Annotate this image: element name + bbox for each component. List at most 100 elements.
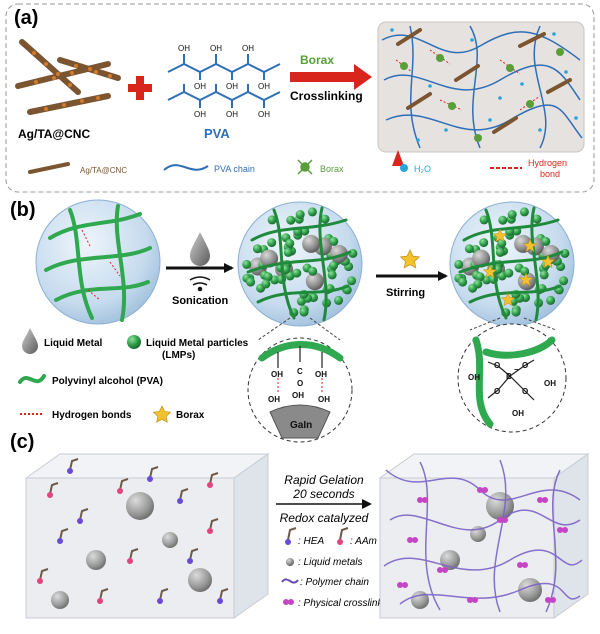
lmp-particle [559, 276, 569, 286]
monomer-stem [99, 588, 109, 601]
svg-text:O: O [522, 387, 528, 396]
lmp-particle [261, 279, 271, 289]
svg-text:OH: OH [468, 373, 480, 382]
zoom-connectors [257, 317, 557, 341]
legend-metals: : Liquid metals [298, 557, 362, 568]
monomer-head [177, 498, 183, 504]
lmp-particle [329, 261, 339, 270]
borax-star [522, 238, 538, 253]
panel-b-tag: (b) [10, 199, 36, 221]
crosslink-point [562, 527, 568, 533]
lmp-particle [520, 266, 530, 276]
lmp-particle [532, 214, 542, 224]
monomer-head [187, 558, 193, 564]
crosslink-point [417, 497, 423, 503]
lmp-particle [307, 207, 317, 217]
panel-a: (a) Ag/TA@CNC OH OH [5, 3, 595, 193]
panel-c-tag: (c) [10, 431, 34, 453]
lmp-particle [546, 295, 556, 305]
panel-a-legend: Ag/TA@CNC PVA chain Borax H₂O Hydrogen b… [28, 158, 567, 179]
lmp-particle [267, 238, 277, 248]
crosslinked-bubble [449, 201, 575, 327]
monomer-head [97, 598, 103, 604]
borax-star-icon [399, 249, 421, 269]
crosslink-point [522, 562, 528, 568]
lmp-particle [507, 210, 517, 219]
lmp-particle [479, 215, 489, 225]
monomer-cube [24, 453, 270, 619]
crosslink-point [402, 582, 408, 588]
pva-label: PVA [204, 126, 230, 141]
panel-c: (c) Rapid Gelation 20 seconds Redox cata… [10, 431, 590, 619]
agta-legend-icon [28, 162, 70, 174]
lmp-particle [475, 272, 485, 282]
legend-pva: Polyvinyl alcohol (PVA) [52, 376, 163, 387]
lmp-particle [242, 259, 252, 269]
monomer-stem [209, 472, 219, 485]
zoom-borate-complex: B − O O O O OH OH OH [457, 323, 567, 433]
svg-text:OH: OH [242, 44, 254, 53]
crosslink-point [422, 497, 428, 503]
crosslink-point [477, 487, 483, 493]
crosslink-point [467, 597, 473, 603]
liquid-metal-blob [86, 550, 106, 570]
crosslink-point [412, 537, 418, 543]
monomer-head [57, 538, 63, 544]
monomer-head [157, 598, 163, 604]
monomer-stem [179, 488, 189, 501]
pva-hydroxyls: OH OH OH OH OH OH OH OH OH [178, 44, 270, 119]
plus-icon [128, 76, 152, 100]
lmp-particle [267, 215, 277, 225]
legend-chain: : Polymer chain [300, 577, 369, 588]
svg-text:OH: OH [226, 82, 238, 91]
svg-text:B: B [506, 372, 512, 381]
crosslink-point [472, 597, 478, 603]
monomer-stem [159, 588, 169, 601]
crosslink-point [442, 567, 448, 573]
legend-hea: : HEA [298, 536, 324, 547]
crosslink-point [397, 582, 403, 588]
legend-liquid-metal-icon [22, 328, 38, 354]
gelation-arrow: Rapid Gelation 20 seconds Redox catalyze… [276, 473, 372, 525]
svg-text:O: O [297, 379, 303, 388]
hea-icon [285, 539, 291, 545]
svg-text:OH: OH [268, 395, 280, 404]
legend-liquid-metal: Liquid Metal [44, 338, 103, 349]
liquid-metal-core [472, 249, 491, 268]
crosslink-point [542, 497, 548, 503]
hydrogel-network [377, 21, 585, 166]
monomer-head [207, 528, 213, 534]
borax-star [540, 254, 556, 269]
lmp-particle [246, 277, 256, 287]
zoom-gain-interface: OH C O OH OH OH OH GaIn [247, 337, 353, 443]
svg-text:−: − [514, 365, 519, 374]
crosslink-point [517, 562, 523, 568]
legend-pva-icon [18, 374, 46, 384]
monomer-stem [79, 508, 89, 521]
lmp-particle [263, 272, 273, 282]
svg-text:OH: OH [210, 44, 222, 53]
svg-text:OH: OH [258, 110, 270, 119]
monomer-stem [119, 478, 129, 491]
lmp-particle [519, 207, 529, 217]
lmp-particle [458, 277, 468, 287]
monomer-stem [49, 482, 59, 495]
lmp-particle [292, 268, 302, 278]
lmp-particle [295, 210, 305, 219]
svg-text:OH: OH [318, 395, 330, 404]
svg-text:OH: OH [194, 110, 206, 119]
lmp-particle [334, 295, 344, 305]
lmp-particle [283, 247, 293, 257]
monomer-head [117, 488, 123, 494]
lmp-particle [286, 215, 296, 225]
monomer-stem [69, 458, 79, 471]
lmp-bubble [237, 201, 363, 327]
monomer-head [77, 518, 83, 524]
liquid-metal-blob [486, 492, 514, 520]
borax-star [492, 228, 508, 243]
lmp-particle [285, 238, 295, 248]
svg-text:OH: OH [226, 110, 238, 119]
ultrasound-icon [189, 276, 211, 292]
aam-icon [337, 539, 343, 545]
